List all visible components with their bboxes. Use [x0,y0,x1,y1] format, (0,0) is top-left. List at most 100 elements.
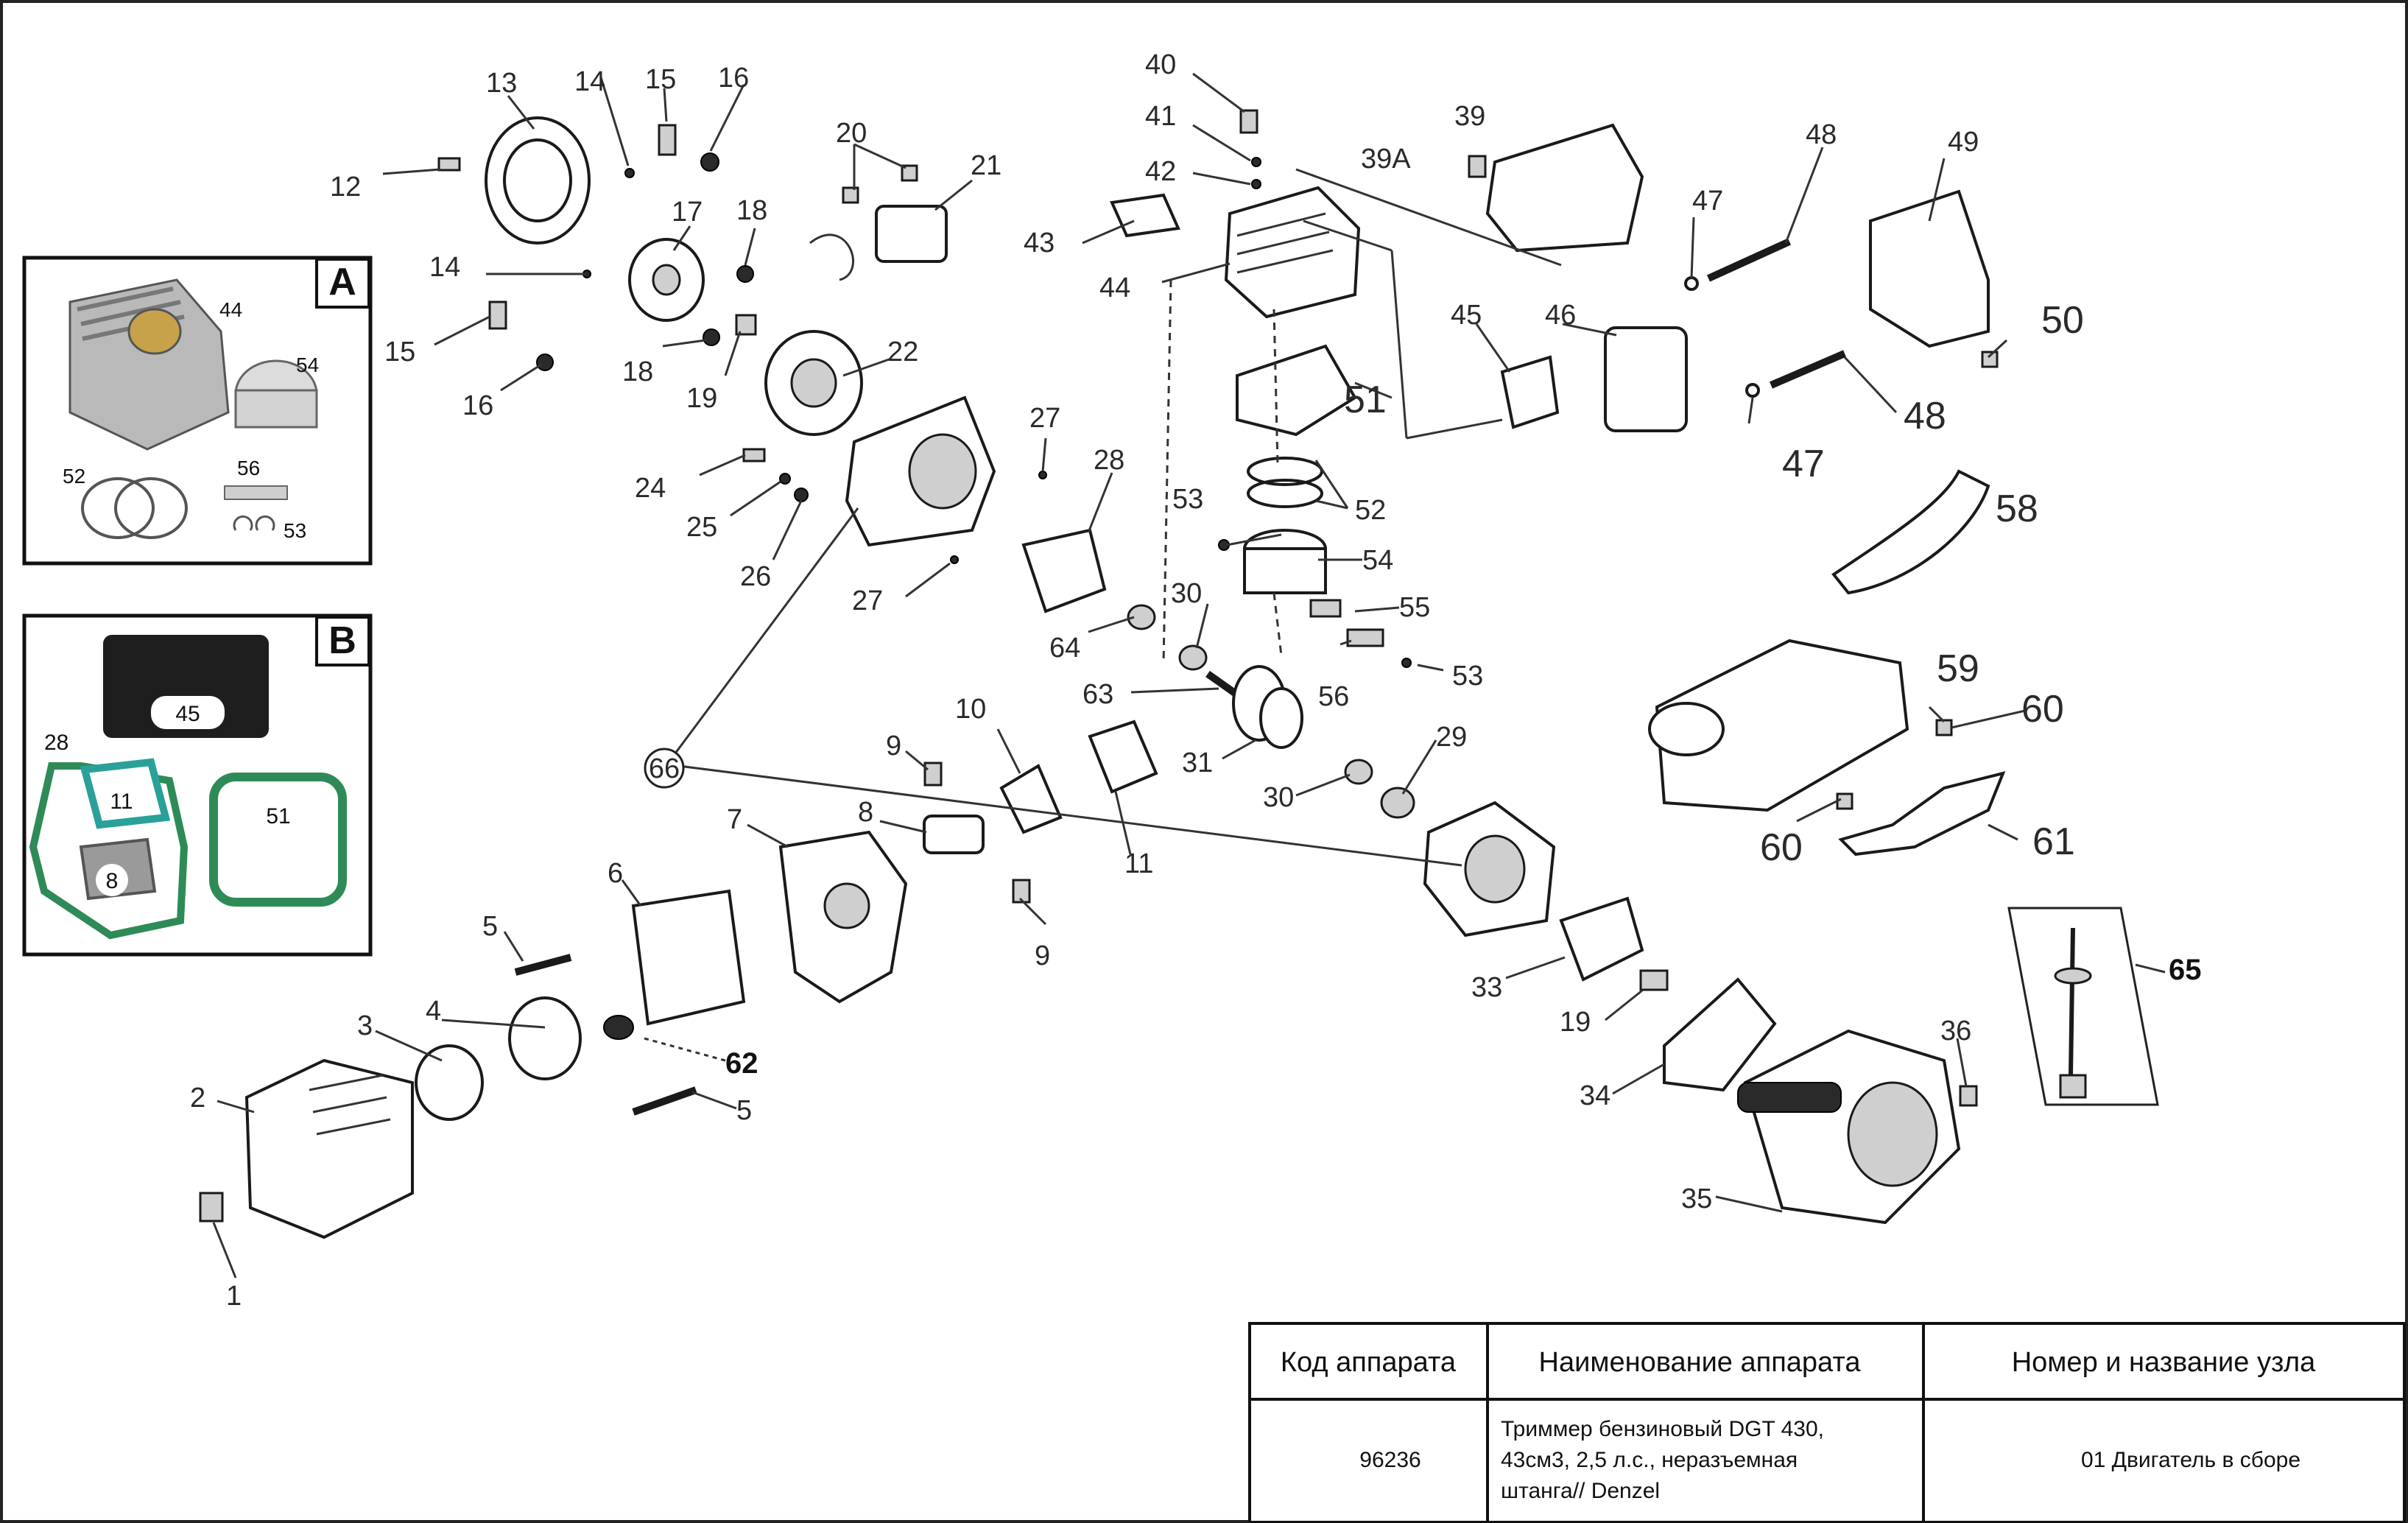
callout-35: 35 [1681,1183,1712,1214]
piston-photo [234,359,318,429]
part-16-nut [700,152,719,172]
gasket-51 [209,773,347,907]
callout-19b: 19 [1560,1007,1591,1038]
part-56-pin [1346,628,1384,647]
callout-1: 1 [226,1281,242,1312]
piston-pin [224,485,288,500]
part-58-bracket [1831,469,1990,595]
callout-52: 52 [1355,495,1386,526]
callout-14: 14 [574,66,605,97]
callout-48b: 48 [1904,395,1946,437]
callout-16b: 16 [462,390,493,421]
part-60b-screw [1836,792,1853,810]
part-crankcase-left [845,395,996,547]
part-31-crankshaft [1205,665,1303,749]
callout-9: 9 [886,731,901,762]
part-62-choke [603,1015,634,1040]
part-1-screw [199,1192,224,1223]
callout-14b: 14 [429,252,460,283]
gasket-45 [103,635,269,738]
part-4-filter-ring [508,996,582,1080]
part-5-bolt [514,954,572,976]
part-27-pin [1038,471,1047,479]
callout-44: 44 [1099,272,1130,303]
part-25-washer [779,473,791,485]
callout-51: 51 [1344,379,1387,421]
part-47b-washer [1745,383,1760,398]
inset-b-label-8: 8 [106,869,119,893]
inset-b-label-11: 11 [110,789,133,814]
callout-8: 8 [858,797,873,828]
part-34-gasket [1663,977,1777,1092]
callout-66: 66 [649,753,680,784]
part-17-pulley [628,238,705,322]
callout-27: 27 [1029,403,1060,434]
part-26-seal [794,488,809,502]
part-51-gasket [1236,344,1357,437]
callout-36: 36 [1940,1016,1971,1047]
part-15b-bolt [488,300,507,330]
table-header-node: Номер и название узла [2012,1347,2316,1378]
callout-47: 47 [1692,186,1723,217]
inset-a-label-54: 54 [296,354,319,376]
callout-20: 20 [836,118,867,149]
callout-29: 29 [1436,722,1467,753]
title-block-table: Код аппарата Наименование аппарата Номер… [1248,1322,2406,1523]
callout-18: 18 [736,195,767,226]
callout-17: 17 [672,197,703,228]
callout-27b: 27 [852,585,883,616]
callout-60: 60 [2021,688,2064,731]
part-30-bearing [1178,644,1208,671]
callout-28: 28 [1094,445,1124,476]
callout-34: 34 [1580,1080,1610,1111]
table-cell-name-line1: Триммер бензиновый DGT 430, [1501,1417,1824,1441]
callout-59: 59 [1937,647,1979,690]
part-crankcase-right [1423,801,1556,938]
inset-b-label-45: 45 [175,702,200,726]
part-41-washer [1251,157,1261,167]
part-10-intake [999,764,1063,834]
part-24-bolt [742,448,766,462]
callout-12: 12 [330,172,361,203]
inset-a-cylinder-kit: A 44 54 52 56 53 [22,256,373,566]
table-cell-name-line2: 43см3, 2,5 л.с., неразъемная [1501,1448,1798,1472]
part-20-screw [842,186,859,204]
part-29-seal [1380,787,1415,819]
part-42-washer [1251,179,1261,189]
table-cell-node: 01 Двигатель в сборе [2081,1448,2300,1472]
part-5b-bolt [632,1086,697,1116]
callout-48: 48 [1806,119,1837,150]
callout-53: 53 [1172,484,1203,515]
part-35-starter [1737,1029,1961,1225]
part-11-gasket [1088,720,1158,794]
part-7-carburetor [778,830,908,1004]
part-13-fan-housing [485,116,591,245]
callout-33: 33 [1471,972,1502,1003]
inset-b-letter: B [328,619,356,662]
part-52-ring [1247,457,1323,486]
part-27b-pin [950,555,959,564]
callout-62: 62 [725,1047,758,1080]
callout-50: 50 [2041,299,2084,342]
part-22-flywheel [764,330,863,436]
part-48b-bolt [1770,350,1846,389]
part-19b-washer [1639,969,1669,991]
callout-63: 63 [1082,679,1113,710]
part-20b-screw [901,164,918,182]
part-9b-screw [1012,879,1031,904]
part-43-spark-plug [1110,193,1180,238]
part-14-pin [624,168,635,178]
part-40-screw [1239,109,1258,134]
table-header-code: Код аппарата [1281,1347,1457,1378]
callout-26: 26 [740,561,771,592]
callout-19: 19 [686,383,717,414]
gasket-11 [80,758,171,829]
part-16b-nut [536,354,554,371]
callout-22: 22 [887,337,918,367]
part-61-bracket [1838,771,2006,857]
callout-21: 21 [971,150,1001,181]
part-45-gasket [1500,355,1560,429]
callout-66-circle [644,748,685,789]
